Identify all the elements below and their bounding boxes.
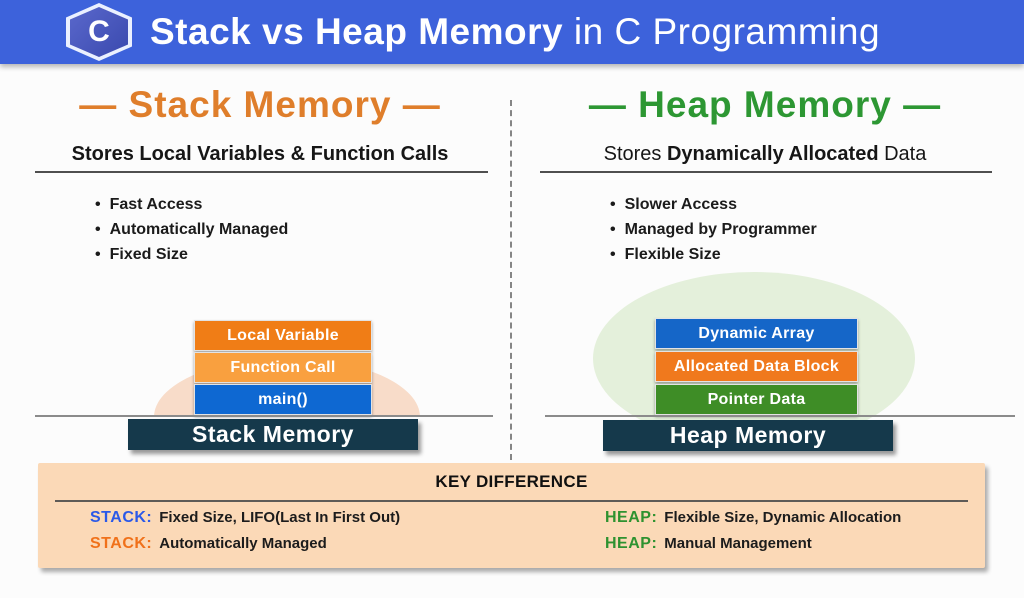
- key-row-stack-1: STACK: Fixed Size, LIFO(Last In First Out…: [90, 509, 400, 527]
- heap-label: HEAP:: [605, 535, 658, 552]
- stack-baseline: [35, 415, 493, 417]
- key-row-stack-2: STACK: Automatically Managed: [90, 535, 327, 553]
- stack-label: STACK:: [90, 509, 153, 526]
- key-difference-panel: KEY DIFFERENCE STACK: Fixed Size, LIFO(La…: [38, 463, 985, 568]
- heap-subtitle-underline: [540, 171, 992, 173]
- heap-baseline: [545, 415, 1015, 417]
- page-title-rest: in C Programming: [563, 11, 881, 52]
- stack-base-bar: Stack Memory: [128, 419, 418, 450]
- key-row-text: Flexible Size, Dynamic Allocation: [664, 509, 902, 526]
- stack-subtitle-underline: [35, 171, 488, 173]
- heap-bullet-item: Flexible Size: [610, 242, 817, 267]
- heap-subtitle: Stores Dynamically Allocated Data: [535, 143, 995, 166]
- header-bar: C Stack vs Heap Memory in C Programming: [0, 0, 1024, 64]
- heap-subtitle-bold: Dynamically Allocated: [666, 143, 879, 165]
- heap-column-heading: — Heap Memory —: [588, 84, 942, 125]
- stack-subtitle: Stores Local Variables & Function Calls: [71, 143, 449, 165]
- heap-block-dynamic-array: Dynamic Array: [655, 318, 858, 349]
- page-title: Stack vs Heap Memory in C Programming: [150, 11, 880, 53]
- page-title-bold: Stack vs Heap Memory: [150, 11, 564, 52]
- stack-bullet-list: Fast Access Automatically Managed Fixed …: [95, 192, 289, 267]
- c-language-logo: C: [66, 3, 132, 61]
- column-divider: [510, 100, 512, 460]
- stack-block-main: main(): [194, 384, 372, 415]
- stack-bullet-item: Fixed Size: [95, 242, 288, 267]
- key-row-heap-1: HEAP: Flexible Size, Dynamic Allocation: [605, 509, 901, 527]
- stack-column-heading: — Stack Memory —: [79, 84, 441, 125]
- stack-bullet-item: Automatically Managed: [95, 217, 289, 242]
- logo-letter: C: [88, 15, 110, 48]
- key-row-text: Fixed Size, LIFO(Last In First Out): [159, 509, 401, 526]
- stack-block-function-call: Function Call: [194, 352, 372, 383]
- heap-subtitle-prefix: Stores: [603, 143, 667, 165]
- heap-subtitle-suffix: Data: [878, 143, 927, 165]
- key-row-text: Automatically Managed: [159, 535, 327, 552]
- heap-block-pointer-data: Pointer Data: [655, 384, 858, 415]
- key-row-heap-2: HEAP: Manual Management: [605, 535, 812, 553]
- key-row-text: Manual Management: [664, 535, 812, 552]
- heap-base-bar: Heap Memory: [603, 420, 893, 451]
- heap-bullet-item: Slower Access: [610, 192, 817, 217]
- key-difference-rule: [55, 500, 968, 502]
- heap-label: HEAP:: [605, 509, 658, 526]
- heap-block-allocated-data: Allocated Data Block: [655, 351, 858, 382]
- key-difference-title: KEY DIFFERENCE: [435, 472, 588, 491]
- stack-block-local-variable: Local Variable: [194, 320, 372, 351]
- stack-label: STACK:: [90, 535, 153, 552]
- stack-bullet-item: Fast Access: [95, 192, 288, 217]
- heap-bullet-item: Managed by Programmer: [610, 217, 817, 242]
- heap-bullet-list: Slower Access Managed by Programmer Flex…: [610, 192, 817, 267]
